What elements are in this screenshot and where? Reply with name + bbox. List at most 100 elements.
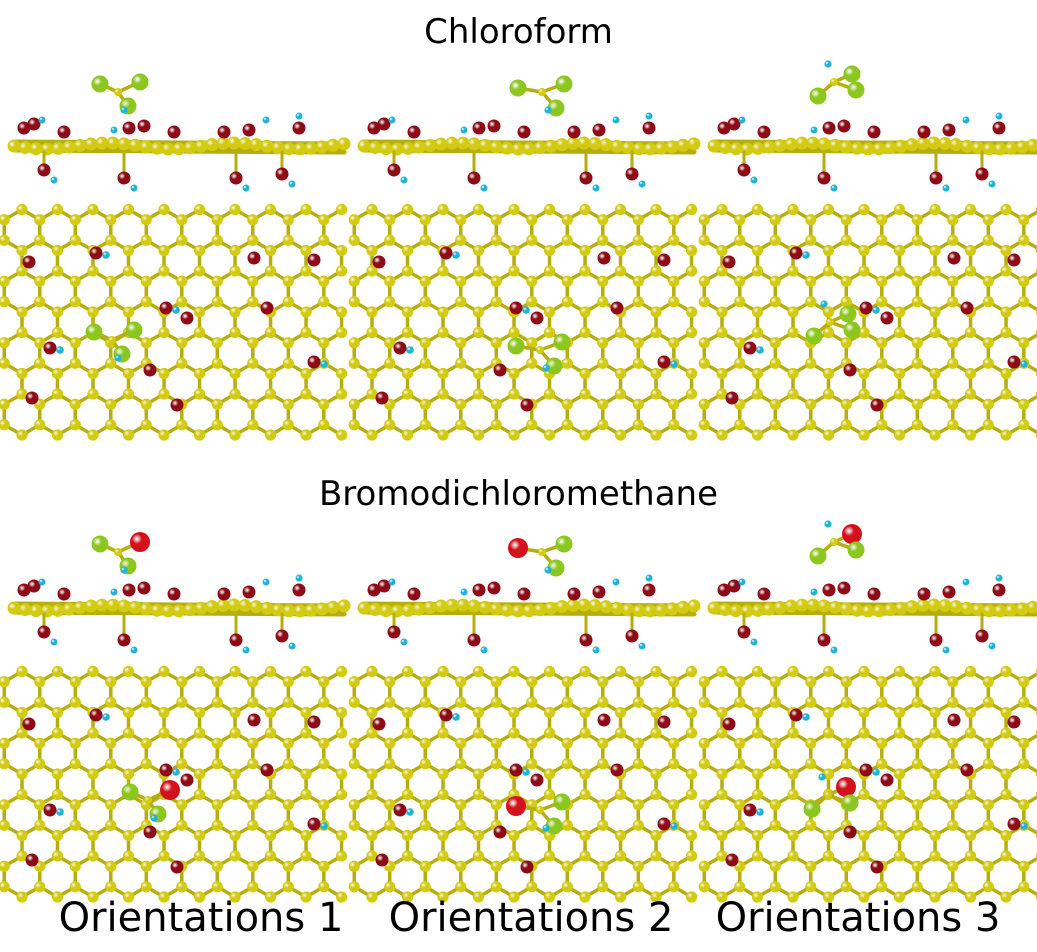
carbon-atom [211, 676, 223, 688]
carbon-atom [769, 275, 781, 287]
carbon-atom [384, 419, 396, 431]
carbon-atom [51, 768, 64, 780]
carbon-atom [685, 244, 698, 257]
carbon-atom [632, 419, 644, 431]
carbon-atom [348, 275, 360, 287]
carbon-atom [455, 881, 467, 893]
carbon-atom [379, 142, 393, 156]
carbon-atom [335, 388, 348, 400]
carbon-atom [193, 829, 206, 842]
carbon-atom [87, 727, 99, 739]
carbon-atom [751, 850, 764, 862]
carbon-atom [650, 244, 662, 257]
carbon-atom [876, 357, 888, 369]
carbon-atom [773, 601, 787, 615]
carbon-atom [318, 758, 330, 770]
carbon-atom [526, 275, 538, 287]
oxygen-atom [843, 363, 857, 377]
carbon-atom [318, 676, 330, 688]
oxygen-atom [929, 633, 943, 647]
carbon-atom [751, 429, 764, 441]
carbon-atom [282, 337, 294, 349]
carbon-atom [579, 768, 591, 780]
carbon-atom [787, 850, 799, 862]
carbon-atom [685, 306, 698, 318]
oxygen-atom [137, 581, 151, 595]
carbon-atom [787, 665, 799, 678]
carbon-atom [366, 829, 378, 842]
carbon-atom [140, 419, 152, 431]
hydrogen-atom [810, 126, 818, 134]
carbon-atom [964, 727, 977, 739]
oxygen-atom [657, 253, 671, 267]
carbon-atom [685, 203, 698, 216]
carbon-atom [650, 203, 662, 216]
oxygen-atom [727, 117, 741, 131]
carbon-atom [122, 850, 135, 862]
oxygen-atom [387, 625, 401, 639]
carbon-atom [379, 604, 393, 618]
carbon-atom [264, 326, 277, 339]
carbon-atom [472, 244, 485, 257]
carbon-atom [676, 600, 690, 614]
orientation-label-3: Orientations 3 [715, 895, 1001, 941]
oxygen-atom [122, 121, 136, 135]
carbon-atom [282, 296, 294, 308]
carbon-atom [840, 758, 852, 770]
carbon-atom [734, 758, 746, 770]
side-view-sheet-3 [707, 112, 1037, 192]
hydrogen-atom [102, 713, 110, 721]
carbon-atom [614, 665, 627, 678]
hydrogen-atom [872, 306, 880, 314]
oxygen-atom [242, 123, 256, 137]
carbon-atom [348, 398, 360, 410]
carbon-atom [176, 737, 188, 749]
chlorine-atom [91, 75, 109, 93]
carbon-atom [698, 357, 710, 369]
carbon-atom [264, 388, 277, 400]
carbon-atom [561, 676, 573, 688]
carbon-atom [734, 696, 746, 708]
carbon-atom [16, 306, 28, 318]
carbon-atom [561, 819, 573, 831]
carbon-atom [850, 603, 864, 617]
carbon-atom [51, 244, 64, 257]
oxygen-atom [725, 853, 739, 867]
carbon-atom [412, 602, 426, 616]
oxygen-atom [822, 121, 836, 135]
hydrogen-atom [645, 112, 653, 120]
carbon-atom [193, 706, 206, 719]
carbon-atom [193, 326, 206, 339]
carbon-atom [326, 600, 340, 614]
hydrogen-atom [56, 346, 64, 354]
carbon-atom [698, 819, 710, 831]
carbon-atom [698, 296, 710, 308]
carbon-atom [993, 604, 1007, 618]
carbon-atom [366, 367, 378, 380]
carbon-atom [650, 891, 662, 903]
hydrogen-atom [120, 566, 128, 574]
hydrogen-atom [295, 574, 303, 582]
carbon-atom [822, 265, 835, 277]
carbon-atom [472, 768, 485, 780]
carbon-atom [1000, 706, 1012, 719]
carbon-atom [964, 788, 977, 801]
carbon-atom [650, 429, 662, 441]
carbon-atom [751, 244, 764, 257]
carbon-atom [716, 891, 728, 903]
top-view-sheet-6 [698, 665, 1037, 903]
carbon-atom [822, 326, 835, 339]
carbon-atom [561, 275, 573, 287]
carbon-atom [247, 296, 259, 308]
carbon-atom [508, 891, 520, 903]
carbon-atom [193, 665, 206, 678]
carbon-atom [401, 429, 414, 441]
carbon-atom [490, 398, 502, 410]
carbon-atom [947, 758, 959, 770]
carbon-atom [538, 88, 546, 96]
carbon-atom [1004, 603, 1018, 617]
carbon-atom [176, 275, 188, 287]
hydrogen-atom [592, 646, 600, 654]
carbon-atom [597, 860, 609, 872]
carbon-atom [872, 142, 886, 156]
